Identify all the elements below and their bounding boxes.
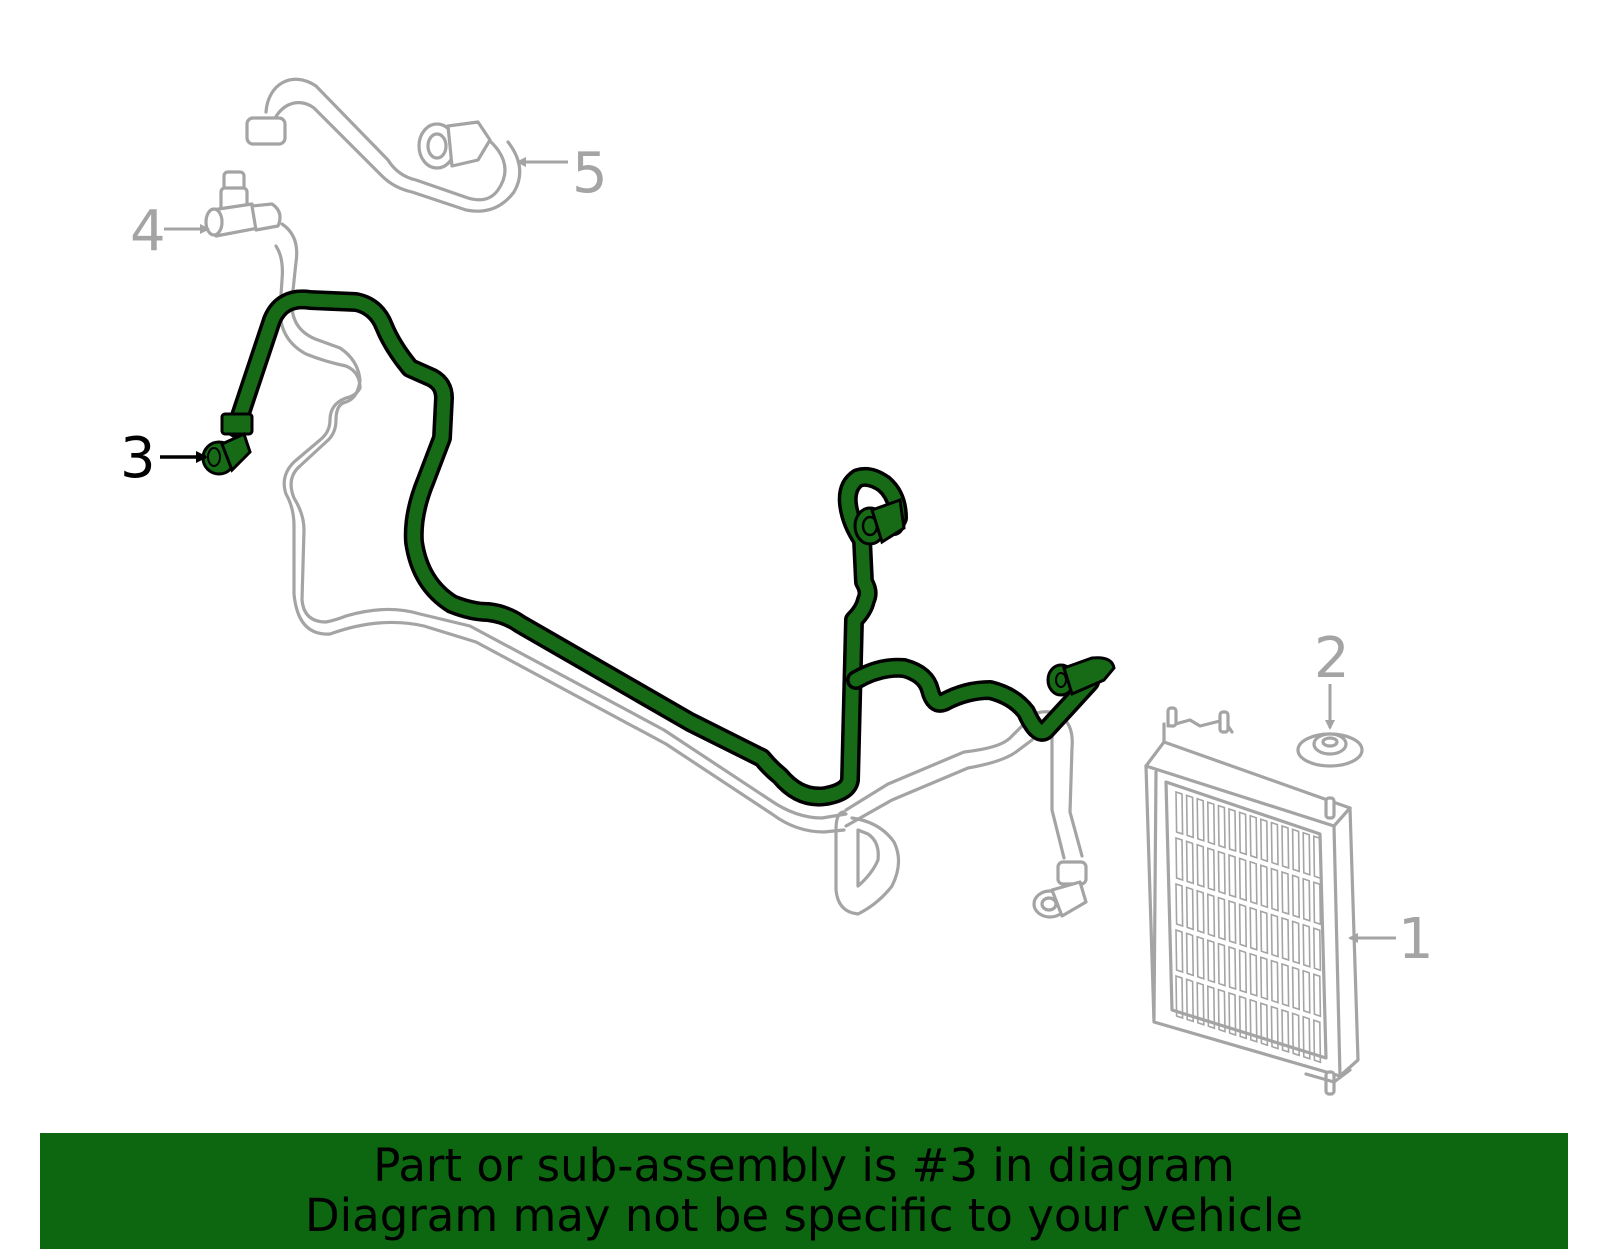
cooler-fin — [1291, 920, 1301, 965]
banner-line-disclaimer: Diagram may not be specific to your vehi… — [305, 1189, 1303, 1242]
cooler-fin — [1228, 899, 1237, 945]
cooler-fin — [1185, 886, 1195, 931]
cooler-fin — [1281, 1008, 1290, 1054]
part-3-hose[interactable] — [201, 289, 1116, 807]
cooler-fin — [1259, 910, 1269, 955]
cooler-fin — [1196, 935, 1205, 980]
cooler-fin — [1281, 916, 1290, 962]
cooler-fin — [1175, 928, 1184, 974]
cooler-fin — [1270, 959, 1279, 1004]
callout-label-4[interactable]: 4 — [130, 199, 166, 264]
cooler-fins — [1175, 790, 1322, 1064]
cooler-fin — [1196, 797, 1205, 842]
part-2-grommet[interactable] — [1296, 732, 1364, 768]
cooler-fin — [1312, 927, 1322, 972]
cooler-fin — [1217, 850, 1226, 895]
cooler-fin — [1217, 988, 1226, 1033]
cooler-fin — [1281, 824, 1290, 870]
cooler-fin — [1291, 874, 1301, 919]
cooler-fin — [1228, 945, 1237, 991]
cooler-fin — [1217, 804, 1226, 849]
cooler-fin — [1206, 939, 1216, 984]
cooler-fin — [1270, 821, 1279, 866]
part-1-cooler[interactable] — [1144, 706, 1360, 1096]
callout-label-2[interactable]: 2 — [1314, 626, 1350, 691]
cooler-fin — [1259, 864, 1269, 909]
cooler-fin — [1185, 932, 1195, 977]
cooler-fin — [1249, 952, 1258, 997]
cooler-fin — [1238, 857, 1248, 902]
cooler-fin — [1228, 807, 1237, 853]
cooler-fin — [1259, 1002, 1269, 1047]
part-4-loop — [834, 710, 1088, 919]
cooler-fin — [1217, 942, 1226, 987]
banner-line-part-number: Part or sub-assembly is #3 in diagram — [373, 1139, 1235, 1192]
cooler-fin — [1259, 956, 1269, 1001]
part-5-hose[interactable] — [245, 77, 522, 213]
callout-label-1[interactable]: 1 — [1398, 907, 1434, 972]
cooler-fin — [1249, 906, 1258, 951]
part-4-hose[interactable] — [204, 170, 848, 834]
cooler-fin — [1206, 801, 1216, 846]
cooler-fin — [1302, 969, 1311, 1014]
cooler-fin — [1238, 811, 1248, 856]
callout-label-5[interactable]: 5 — [572, 141, 608, 206]
cooler-fin — [1217, 896, 1226, 941]
cooler-fin — [1196, 843, 1205, 888]
cooler-fin — [1228, 853, 1237, 899]
cooler-fin — [1206, 893, 1216, 938]
cooler-fin — [1196, 889, 1205, 934]
cooler-fin — [1312, 973, 1322, 1018]
cooler-fin — [1281, 962, 1290, 1008]
cooler-fin — [1238, 995, 1248, 1040]
cooler-fin — [1196, 981, 1205, 1026]
info-banner: Part or sub-assembly is #3 in diagram Di… — [40, 1133, 1568, 1249]
cooler-fin — [1238, 903, 1248, 948]
cooler-fin — [1238, 949, 1248, 994]
cooler-fin — [1175, 790, 1184, 836]
cooler-fin — [1291, 1012, 1301, 1057]
cooler-fin — [1312, 881, 1322, 926]
cooler-fin — [1270, 867, 1279, 912]
cooler-fin — [1302, 877, 1311, 922]
cooler-fin — [1302, 923, 1311, 968]
cooler-fin — [1259, 818, 1269, 863]
cooler-fin — [1175, 836, 1184, 882]
cooler-fin — [1291, 828, 1301, 873]
cooler-fin — [1185, 978, 1195, 1023]
cooler-fin — [1249, 998, 1258, 1043]
cooler-fin — [1175, 882, 1184, 928]
cooler-fin — [1175, 974, 1184, 1020]
cooler-fin — [1302, 1015, 1311, 1060]
cooler-fin — [1228, 991, 1237, 1037]
cooler-fin — [1312, 835, 1322, 880]
cooler-fin — [1312, 1019, 1322, 1064]
cooler-fin — [1270, 913, 1279, 958]
cooler-fin — [1302, 831, 1311, 876]
cooler-fin — [1185, 840, 1195, 885]
cooler-fin — [1270, 1005, 1279, 1050]
callout-label-3[interactable]: 3 — [120, 426, 156, 491]
cooler-fin — [1206, 985, 1216, 1030]
cooler-fin — [1249, 860, 1258, 905]
cooler-fin — [1249, 814, 1258, 859]
cooler-fin — [1206, 847, 1216, 892]
cooler-fin — [1291, 966, 1301, 1011]
cooler-fin — [1185, 794, 1195, 839]
cooler-fin — [1281, 870, 1290, 916]
